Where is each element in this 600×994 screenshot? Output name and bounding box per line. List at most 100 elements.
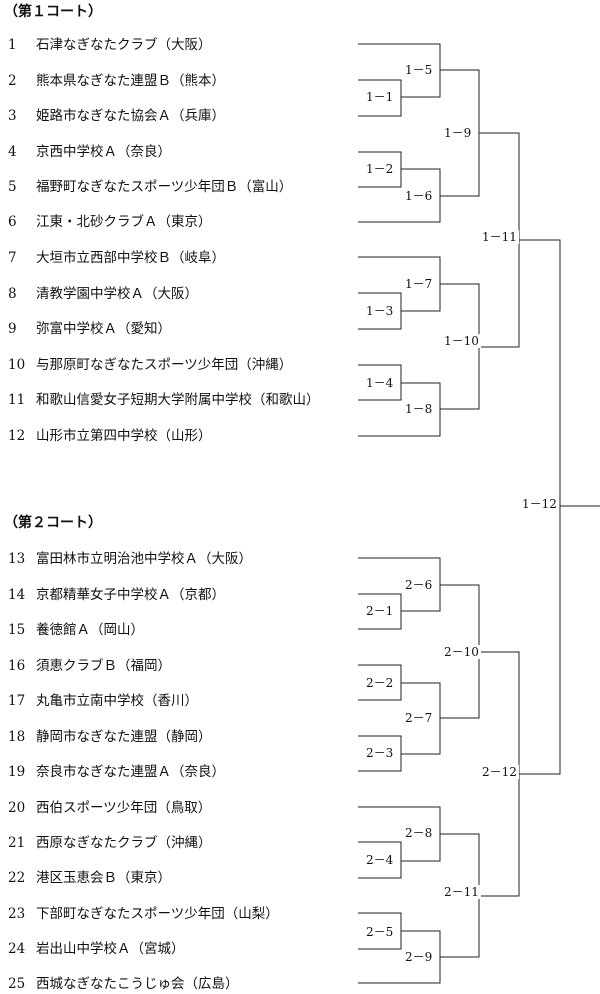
team-number: 6: [8, 214, 17, 230]
match-label: 2－12: [480, 765, 519, 779]
match-label: 2－1: [364, 604, 396, 618]
team-name: 西伯スポーツ少年団（鳥取）: [36, 800, 212, 816]
team-entry: 5 福野町なぎなたスポーツ少年団Ｂ（富山）: [8, 177, 292, 197]
match-label: 1－10: [442, 334, 481, 348]
team-name: 江東・北砂クラブＡ（東京）: [36, 214, 212, 230]
match-label: 1－2: [364, 162, 396, 176]
team-name: 弥富中学校Ａ（愛知）: [36, 321, 171, 337]
match-label: 2－9: [403, 950, 435, 964]
team-name: 与那原町なぎなたスポーツ少年団（沖縄）: [36, 357, 293, 373]
team-name: 京都精華女子中学校Ａ（京都）: [36, 587, 225, 603]
team-number: 9: [8, 321, 17, 337]
team-name: 姫路市なぎなた協会Ａ（兵庫）: [36, 108, 225, 124]
team-entry: 2 熊本県なぎなた連盟Ｂ（熊本）: [8, 71, 225, 91]
team-number: 3: [8, 108, 17, 124]
team-number: 16: [8, 658, 26, 674]
team-entry: 3 姫路市なぎなた協会Ａ（兵庫）: [8, 106, 225, 126]
team-name: 京西中学校Ａ（奈良）: [36, 144, 171, 160]
team-name: 大垣市立西部中学校Ｂ（岐阜）: [36, 250, 225, 266]
team-entry: 20 西伯スポーツ少年団（鳥取）: [8, 798, 211, 818]
team-entry: 21 西原なぎなたクラブ（沖縄）: [8, 833, 212, 853]
team-name: 石津なぎなたクラブ（大阪）: [36, 37, 212, 53]
team-number: 21: [8, 835, 26, 851]
team-number: 22: [8, 870, 26, 886]
team-number: 13: [8, 551, 26, 567]
match-label: 1－3: [364, 304, 396, 318]
team-number: 24: [8, 941, 26, 957]
match-label: 1－12: [520, 497, 559, 511]
team-entry: 13 富田林市立明治池中学校Ａ（大阪）: [8, 549, 252, 569]
team-entry: 10 与那原町なぎなたスポーツ少年団（沖縄）: [8, 355, 292, 375]
match-label: 1－7: [403, 277, 435, 291]
team-number: 19: [8, 764, 26, 780]
team-entry: 7 大垣市立西部中学校Ｂ（岐阜）: [8, 248, 225, 268]
bracket-line: [519, 239, 561, 775]
match-label: 2－8: [403, 826, 435, 840]
team-entry: 16 須恵クラブＢ（福岡）: [8, 656, 171, 676]
bracket-line: [358, 593, 402, 630]
team-number: 23: [8, 906, 26, 922]
team-number: 4: [8, 144, 17, 160]
match-label: 2－2: [364, 676, 396, 690]
team-name: 須恵クラブＢ（福岡）: [36, 658, 171, 674]
team-name: 和歌山信愛女子短期大学附属中学校（和歌山）: [36, 392, 320, 408]
match-label: 2－11: [442, 885, 481, 899]
team-number: 18: [8, 729, 26, 745]
match-label: 1－1: [364, 90, 396, 104]
team-entry: 19 奈良市なぎなた連盟Ａ（奈良）: [8, 762, 225, 782]
team-name: 西城なぎなたこうじゅ会（広島）: [36, 976, 239, 992]
team-entry: 17 丸亀市立南中学校（香川）: [8, 691, 198, 711]
team-name: 養徳館Ａ（岡山）: [36, 622, 144, 638]
team-name: 岩出山中学校Ａ（宮城）: [36, 941, 185, 957]
bracket-line: [358, 292, 402, 330]
team-entry: 9 弥富中学校Ａ（愛知）: [8, 319, 171, 339]
match-label: 1－11: [480, 230, 519, 244]
team-entry: 25 西城なぎなたこうじゅ会（広島）: [8, 974, 239, 994]
team-number: 20: [8, 800, 26, 816]
team-name: 静岡市なぎなた連盟（静岡）: [36, 729, 212, 745]
team-name: 西原なぎなたクラブ（沖縄）: [36, 835, 212, 851]
team-number: 2: [8, 73, 17, 89]
team-entry: 23 下部町なぎなたスポーツ少年団（山梨）: [8, 904, 279, 924]
match-label: 1－9: [442, 126, 474, 140]
team-number: 25: [8, 976, 26, 992]
team-number: 7: [8, 250, 17, 266]
match-label: 1－4: [364, 376, 396, 390]
match-label: 2－7: [403, 711, 435, 725]
team-entry: 24 岩出山中学校Ａ（宮城）: [8, 939, 185, 959]
team-entry: 18 静岡市なぎなた連盟（静岡）: [8, 727, 212, 747]
team-name: 熊本県なぎなた連盟Ｂ（熊本）: [36, 73, 225, 89]
bracket-line: [358, 841, 402, 879]
match-label: 2－6: [403, 578, 435, 592]
team-name: 奈良市なぎなた連盟Ａ（奈良）: [36, 764, 225, 780]
team-number: 15: [8, 622, 26, 638]
match-label: 2－5: [364, 925, 396, 939]
team-number: 14: [8, 587, 26, 603]
bracket-line: [358, 79, 402, 117]
team-entry: 14 京都精華女子中学校Ａ（京都）: [8, 585, 225, 605]
team-entry: 4 京西中学校Ａ（奈良）: [8, 142, 171, 162]
match-label: 2－4: [364, 853, 396, 867]
match-label: 1－5: [403, 63, 435, 77]
court-2-title: （第２コート）: [4, 515, 102, 531]
team-name: 福野町なぎなたスポーツ少年団Ｂ（富山）: [36, 179, 293, 195]
match-label: 1－6: [403, 189, 435, 203]
team-entry: 22 港区玉恵会Ｂ（東京）: [8, 868, 171, 888]
team-name: 下部町なぎなたスポーツ少年団（山梨）: [36, 906, 279, 922]
match-label: 2－3: [364, 746, 396, 760]
court-1-title: （第１コート）: [4, 4, 102, 20]
match-label: 2－10: [442, 645, 481, 659]
team-name: 丸亀市立南中学校（香川）: [36, 693, 198, 709]
team-number: 17: [8, 693, 26, 709]
team-name: 港区玉恵会Ｂ（東京）: [36, 870, 171, 886]
team-number: 5: [8, 179, 17, 195]
team-number: 10: [8, 357, 26, 373]
team-entry: 15 養徳館Ａ（岡山）: [8, 620, 144, 640]
team-entry: 6 江東・北砂クラブＡ（東京）: [8, 212, 212, 232]
team-name: 富田林市立明治池中学校Ａ（大阪）: [36, 551, 252, 567]
